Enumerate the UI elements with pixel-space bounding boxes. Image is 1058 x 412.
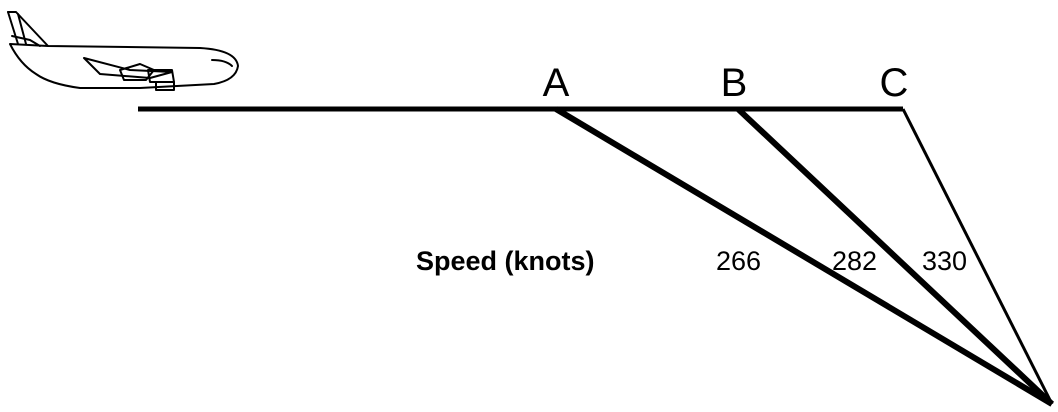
- speed-title: Speed (knots): [416, 246, 595, 276]
- point-label-c: C: [880, 61, 909, 105]
- speed-value-b: 282: [832, 246, 877, 276]
- airplane-icon: [7, 11, 239, 91]
- speed-value-a: 266: [716, 246, 761, 276]
- point-label-b: B: [721, 61, 748, 105]
- point-label-a: A: [543, 61, 570, 105]
- descent-line-b: [735, 106, 1055, 407]
- speed-value-c: 330: [922, 246, 967, 276]
- descent-line-a: [554, 106, 1054, 407]
- descent-line-c: [901, 108, 1054, 405]
